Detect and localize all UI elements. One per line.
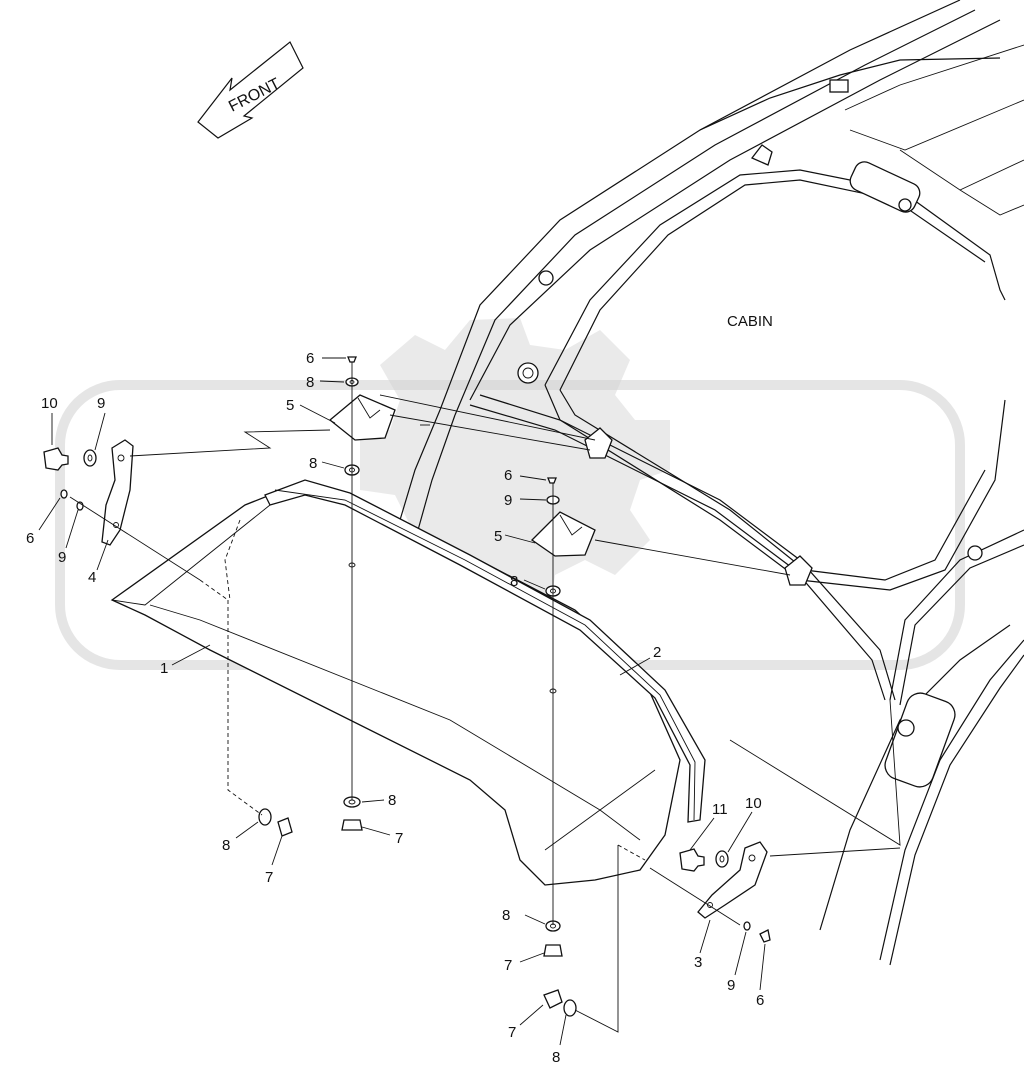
callout-3: 3 [694, 954, 702, 971]
leader-lines [38, 357, 901, 1046]
callout-1: 1 [160, 660, 168, 677]
fasteners [43, 356, 771, 1017]
callout-8: 8 [222, 837, 230, 854]
callout-2: 2 [653, 644, 661, 661]
callout-10: 10 [745, 795, 762, 812]
callout-6: 6 [26, 530, 34, 547]
callout-7: 7 [508, 1024, 516, 1041]
front-arrow: FRONT [197, 41, 304, 139]
callout-8: 8 [502, 907, 510, 924]
bracket-3 [697, 841, 768, 919]
callout-10: 9 [97, 395, 105, 412]
callout-9: 8 [306, 374, 314, 391]
callout-6: 6 [756, 992, 764, 1009]
callout-6: 6 [306, 350, 314, 367]
callout-8: 8 [552, 1049, 560, 1066]
callout-5: 5 [494, 528, 502, 545]
callout-6: 6 [504, 467, 512, 484]
callout-5: 5 [286, 397, 294, 414]
callout-7: 7 [504, 957, 512, 974]
callouts: 1 2 3 4 5 5 6 6 6 6 7 7 7 7 8 8 8 8 8 8 … [26, 350, 764, 1066]
callout-11: 11 [712, 801, 728, 818]
callout-11: 10 [41, 395, 58, 412]
callout-7: 7 [395, 830, 403, 847]
callout-8: 8 [309, 455, 317, 472]
callout-8: 8 [510, 573, 518, 590]
callout-9: 9 [727, 977, 735, 994]
bracket-5-upper [328, 394, 396, 441]
cabin-label: CABIN [727, 313, 773, 330]
callout-9: 9 [58, 549, 66, 566]
cabin-structure [399, 0, 1024, 966]
seal-strip [264, 479, 706, 823]
callout-4: 4 [88, 569, 96, 586]
front-label: FRONT [226, 75, 283, 115]
callout-8: 8 [388, 792, 396, 809]
callout-9: 9 [504, 492, 512, 509]
bracket-5-lower [530, 511, 596, 557]
callout-7: 7 [265, 869, 273, 886]
bracket-4 [101, 439, 134, 546]
